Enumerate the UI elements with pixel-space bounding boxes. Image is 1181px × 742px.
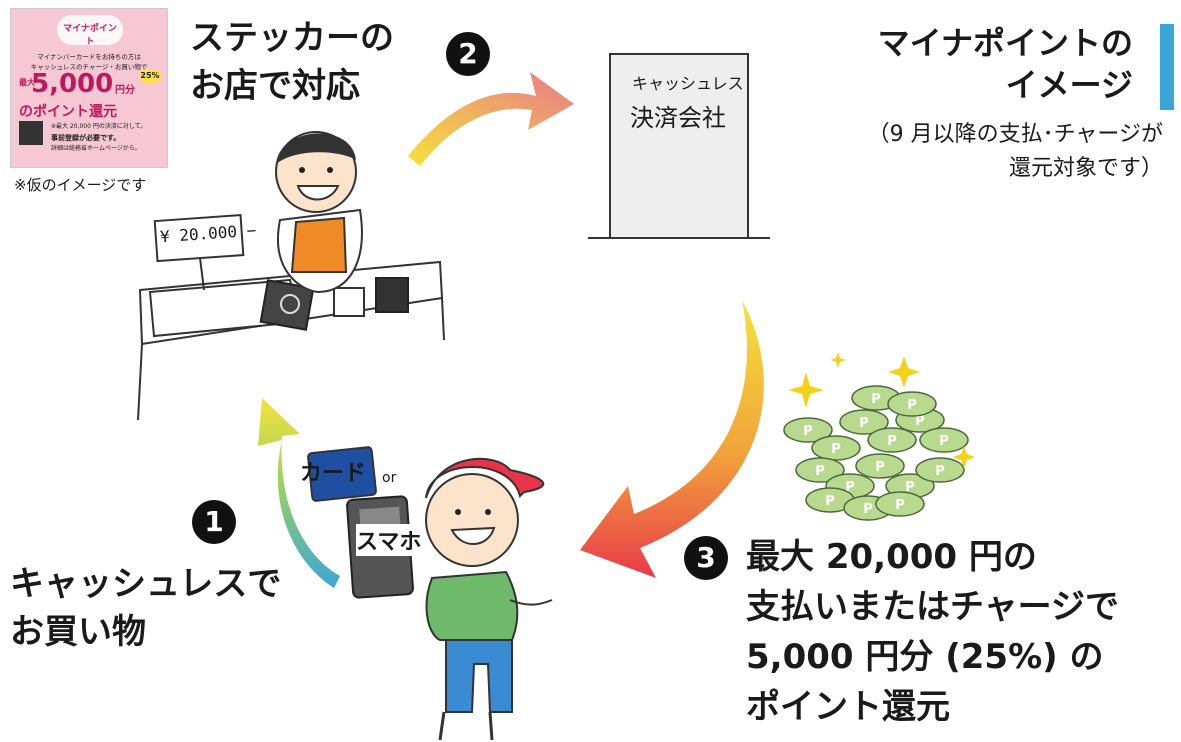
sticker-max-label: 最大 [19, 78, 35, 87]
campaign-sticker: マイナポイント マイナンバーカードをお持ちの方は キャッシュレスのチャージ・お買… [10, 8, 168, 168]
step-3-number: 3 [684, 536, 728, 580]
coin-letter: P [825, 494, 835, 509]
company-label-line2: 決済会社 [630, 104, 726, 132]
coin-letter: P [905, 480, 915, 495]
step-1-number: 1 [192, 500, 236, 544]
title-line-2: イメージ [1005, 66, 1133, 104]
brand-logo [57, 15, 123, 45]
sticker-text-1: マイナンバーカードをお持ちの方は [37, 53, 141, 61]
sticker-cap-note: ※最大 20,000 円の決済に対して。 [51, 123, 147, 130]
coin: P [855, 453, 905, 479]
coin: P [887, 391, 937, 417]
customer [425, 457, 553, 741]
sticker-caption: ※仮のイメージです [14, 176, 147, 194]
coin: P [875, 491, 925, 517]
sticker-prereq-1: 事前登録が必要です。 [51, 134, 121, 142]
coin-letter: P [863, 502, 873, 517]
coin-letter: P [831, 442, 841, 457]
coin-letter: P [907, 398, 917, 413]
coin-letter: P [871, 392, 881, 407]
sticker-prereq-2: 詳細は総務省ホームページから。 [51, 145, 141, 152]
title-accent-bar [1160, 24, 1174, 110]
card-label: カード [300, 461, 367, 486]
arrow-company-to-customer [580, 300, 764, 578]
coin: P [867, 427, 917, 453]
coin-letter: P [875, 460, 885, 475]
coin: P [811, 435, 861, 461]
step-3-line-3: 5,000 円分 (25%) の [746, 637, 1104, 677]
shop-counter [137, 214, 445, 421]
title-line-1: マイナポイントの [877, 24, 1133, 62]
coin-letter: P [935, 464, 945, 479]
coin: P [805, 487, 855, 513]
sticker-brand: マイナポイント [63, 24, 117, 47]
coin-letter: P [887, 434, 897, 449]
step-2-line-2: お店で対応 [190, 66, 360, 106]
sticker-amount: 5,000 [31, 69, 114, 99]
company-label-line1: キャッシュレス [632, 74, 744, 93]
step-3-label: 最大 20,000 円の 支払いまたはチャージで 5,000 円分 (25%) … [746, 532, 1119, 732]
coin: P [795, 457, 845, 483]
step-3-line-2: 支払いまたはチャージで [746, 587, 1119, 627]
coin-letter: P [895, 498, 905, 513]
page-title: マイナポイントの イメージ [878, 22, 1133, 106]
arrow-customer-to-shop [258, 398, 340, 588]
step-2-number: 2 [446, 32, 490, 76]
sticker-text-2: キャッシュレスのチャージ・お買い物で [30, 63, 148, 71]
company-building [588, 53, 770, 239]
or-label: or [382, 470, 397, 486]
qr-code-icon [19, 121, 43, 145]
coin-letter: P [915, 414, 925, 429]
arrow-shop-to-company [408, 72, 574, 166]
coin-letter: P [859, 416, 869, 431]
shopkeeper [275, 131, 363, 294]
step-3-line-1: 最大 20,000 円の [746, 537, 1037, 577]
note-line-2: 還元対象です） [1008, 156, 1163, 181]
sparkles [788, 352, 975, 468]
step-1-line-2: お買い物 [10, 612, 146, 652]
sticker-reward: のポイント還元 [19, 104, 117, 120]
step-2-label: ステッカーの お店で対応 [190, 14, 394, 110]
coin: P [839, 409, 889, 435]
step-1-label: キャッシュレスで お買い物 [10, 560, 281, 656]
coin: P [919, 427, 969, 453]
step-3-line-4: ポイント還元 [746, 687, 950, 727]
coin: P [915, 457, 965, 483]
step-2-line-1: ステッカーの [190, 18, 394, 58]
coin-letter: P [815, 464, 825, 479]
step-1-line-1: キャッシュレスで [10, 564, 282, 604]
note-line-1: （9 月以降の支払･チャージが [867, 122, 1163, 147]
sticker-badge: 25% [139, 69, 161, 83]
coin-letter: P [845, 480, 855, 495]
coin-letter: P [939, 434, 949, 449]
coin-letter: P [803, 424, 813, 439]
phone-label: スマホ [356, 524, 422, 556]
coin: P [783, 417, 833, 443]
sticker-unit: 円分 [115, 85, 135, 96]
scope-note: （9 月以降の支払･チャージが 還元対象です） [868, 118, 1163, 186]
